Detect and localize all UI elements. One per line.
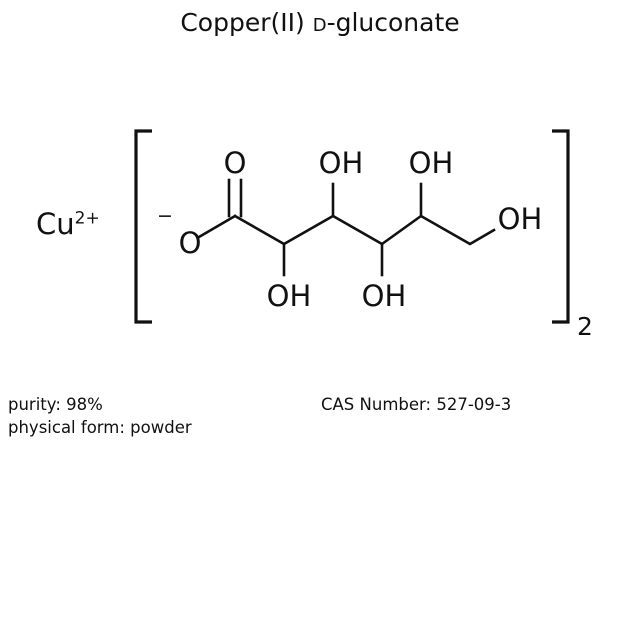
cas-number-label: CAS Number: 527-09-3 <box>321 395 512 414</box>
right-bracket <box>552 129 570 324</box>
c5-hydroxyl-label: OH <box>409 146 454 180</box>
footer-row-second: physical form: powder <box>8 416 632 439</box>
cation-charge: 2+ <box>74 208 100 229</box>
copper-cation-label: Cu2+ <box>36 207 100 241</box>
c6-hydroxyl-label: OH <box>498 202 543 236</box>
title-suffix: -gluconate <box>326 8 460 37</box>
c2-hydroxyl-label: OH <box>267 279 312 313</box>
footer-row-first: purity: 98% CAS Number: 527-09-3 <box>8 393 632 416</box>
title-prefix: Copper(II) <box>180 8 313 37</box>
title-stereo-descriptor: D <box>312 14 327 36</box>
bracket-multiplier: 2 <box>577 312 593 341</box>
property-footer: purity: 98% CAS Number: 527-09-3 physica… <box>8 393 632 439</box>
left-bracket <box>134 129 152 324</box>
c3-hydroxyl-label: OH <box>319 146 364 180</box>
page-title: Copper(II) D-gluconate <box>0 8 640 41</box>
carbon-backbone-chain <box>233 214 496 246</box>
cation-symbol: Cu <box>36 207 75 241</box>
carboxylate-single-bond <box>197 214 237 239</box>
purity-label: purity: 98% <box>8 395 103 414</box>
physical-form-label: physical form: powder <box>8 418 192 437</box>
c4-hydroxyl-label: OH <box>362 279 407 313</box>
carboxylate-oxygen-label: O <box>179 226 202 260</box>
anion-charge-label: − <box>157 205 173 227</box>
carbonyl-oxygen-label: O <box>224 146 247 180</box>
